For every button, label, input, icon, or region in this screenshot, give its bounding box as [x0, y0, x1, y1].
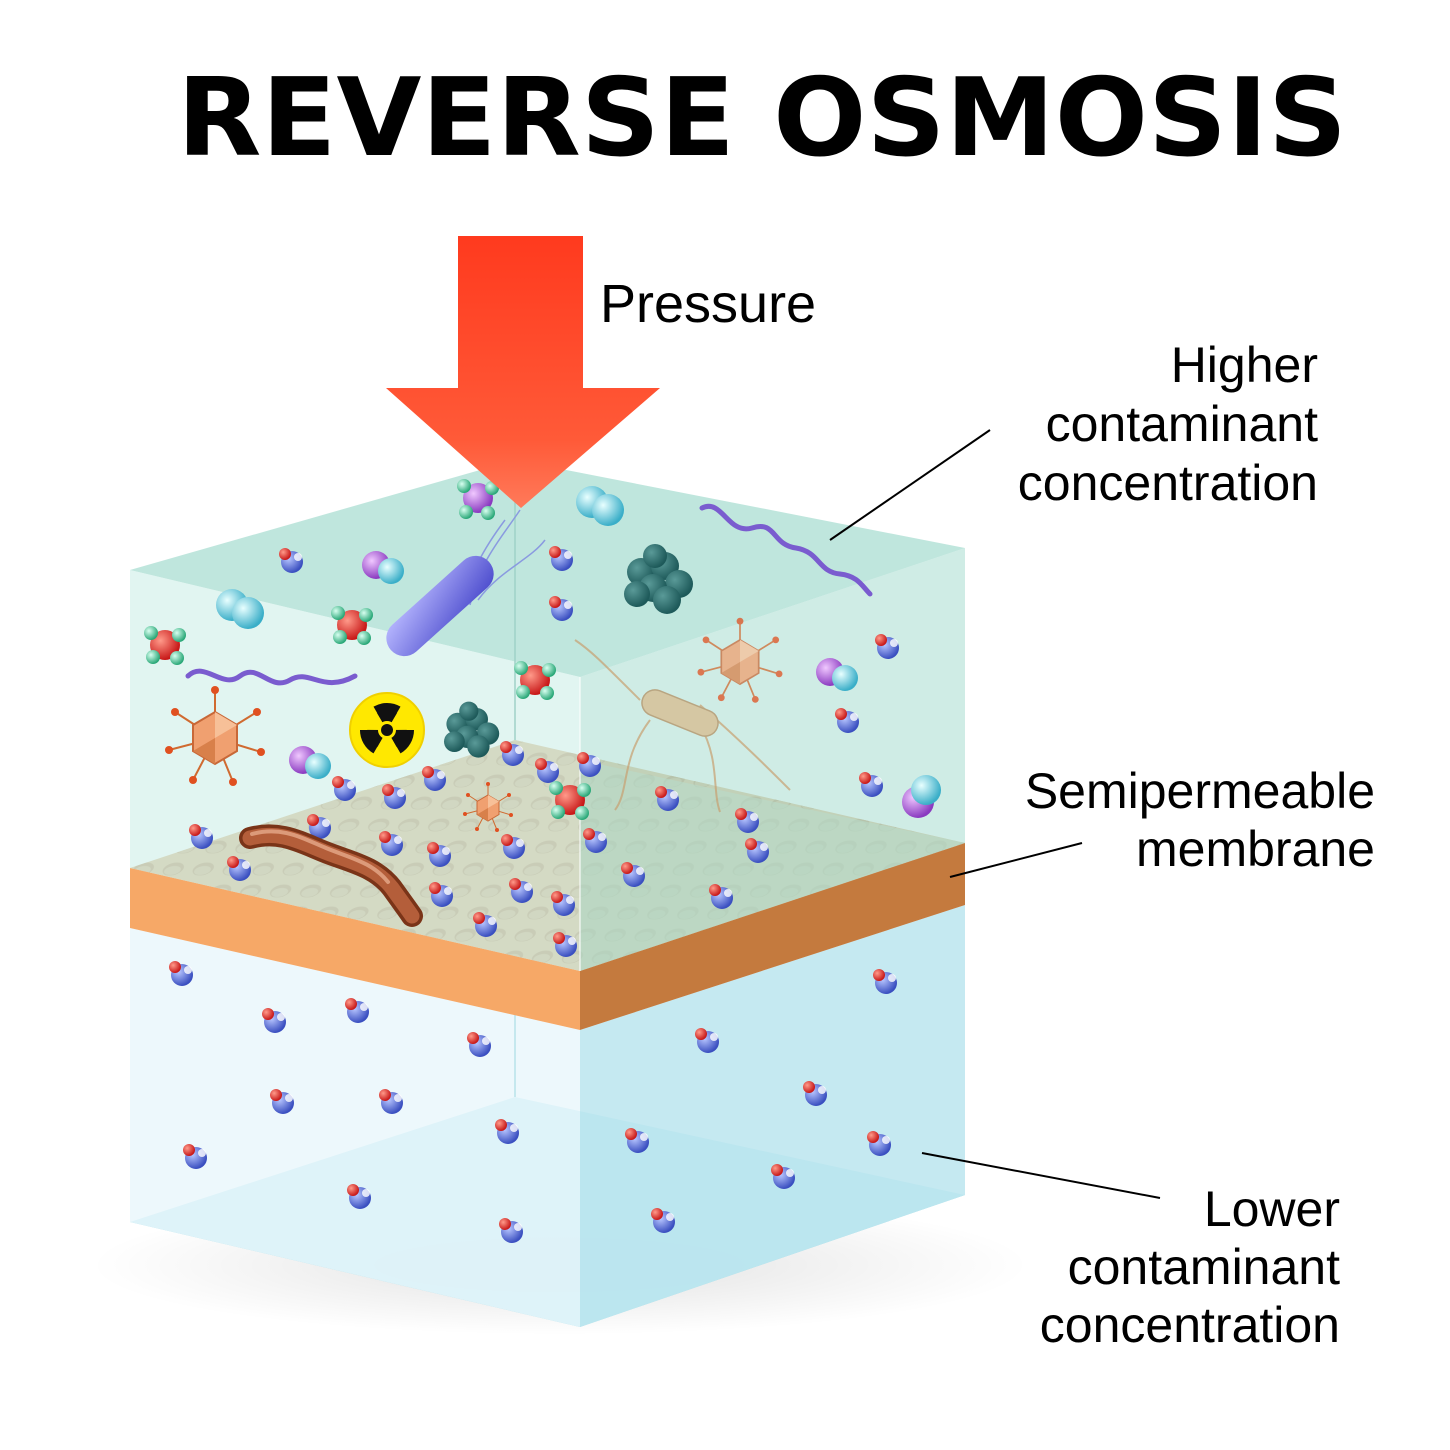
lower-label-line-1: Lower [1204, 1181, 1340, 1237]
upper-chamber [130, 460, 965, 971]
higher-label-line-1: Higher [1171, 337, 1318, 393]
ammonia-molecule-icon [331, 606, 373, 645]
radiation-icon [349, 692, 425, 768]
dimer-molecule-icon [902, 775, 941, 818]
bacterium-icon [574, 639, 791, 813]
membrane-label: Semipermeable membrane [1025, 763, 1375, 877]
lower-chamber [130, 905, 965, 1327]
lower-label-line-2: contaminant [1068, 1239, 1340, 1295]
ammonia-molecule-icon [514, 661, 556, 700]
pressure-label: Pressure [600, 274, 816, 334]
higher-label-line-3: concentration [1018, 455, 1318, 511]
higher-label-line-2: contaminant [1046, 396, 1318, 452]
spirochete-icon [185, 668, 358, 686]
higher-concentration-label: Higher contaminant concentration [1018, 337, 1318, 511]
lower-leader-line [921, 1152, 1161, 1199]
bacterium-icon [386, 509, 546, 657]
membrane-leader-line [949, 842, 1083, 878]
diagram-title: REVERSE OSMOSIS [177, 56, 1347, 181]
ammonia-molecule-icon [144, 626, 186, 665]
spirochete-icon [699, 503, 873, 597]
bacterium-chain-icon [239, 824, 423, 927]
ammonia-molecule-icon [549, 781, 591, 820]
lower-concentration-label: Lower contaminant concentration [1040, 1181, 1340, 1353]
higher-leader-line [829, 429, 991, 541]
membrane-label-line-1: Semipermeable [1025, 763, 1375, 819]
pressure-arrow [386, 236, 660, 508]
membrane-label-line-2: membrane [1136, 821, 1375, 877]
ammonia-molecule-icon [457, 479, 499, 520]
lower-label-line-3: concentration [1040, 1297, 1340, 1353]
